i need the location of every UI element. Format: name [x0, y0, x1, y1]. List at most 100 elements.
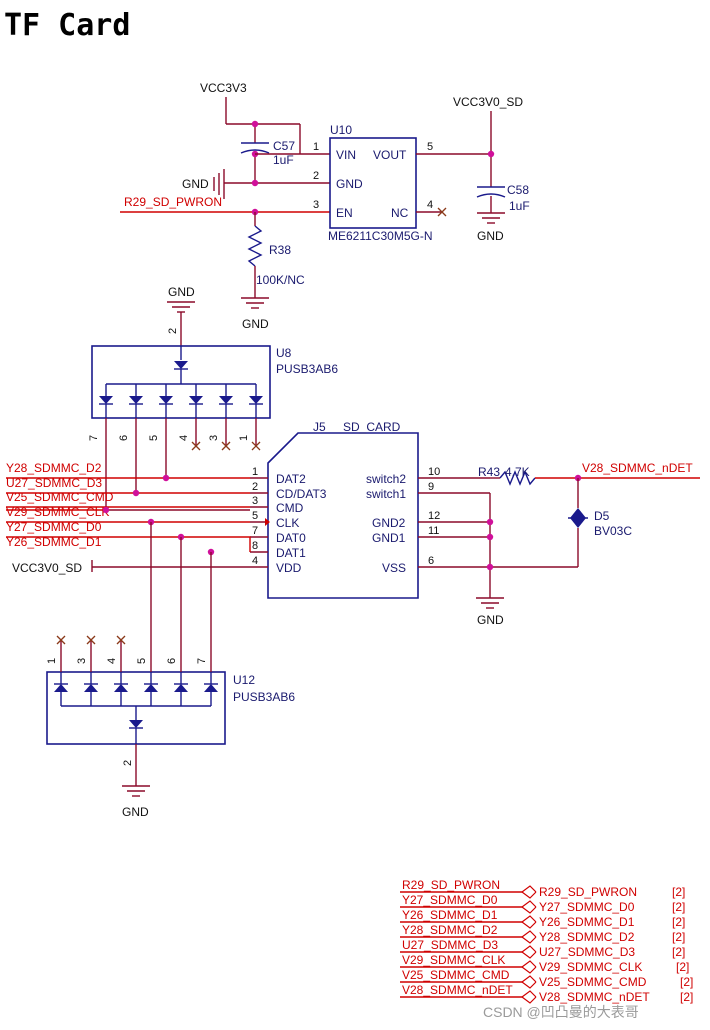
port-ref: [2]: [680, 990, 693, 1004]
d5-tvs-diode: D5 BV03C: [568, 508, 632, 538]
j5-name: SD_CARD: [343, 420, 401, 434]
j5-pin-vdd: VDD: [276, 561, 302, 575]
j5-pinnum-1: 1: [252, 466, 258, 478]
u12-tvs-1: 1: [46, 635, 68, 706]
net-cmd-left: V25_SDMMC_CMD: [6, 490, 114, 504]
u12-tvs-3: 3: [76, 635, 98, 706]
u10-pin-vin: VIN: [336, 148, 356, 162]
u8-tvs-1: 1: [238, 384, 263, 441]
j5-pin-vss: VSS: [382, 561, 406, 575]
j5-pinnum-11: 11: [428, 525, 439, 537]
port-wire-label: R29_SD_PWRON: [402, 878, 500, 892]
u12-tvs-7: 7: [196, 552, 218, 706]
j5-pin-cmd: CMD: [276, 501, 304, 515]
port-wire-label: V28_SDMMC_nDET: [402, 983, 513, 997]
u8-tvs-7: 7: [88, 384, 113, 441]
gnd-symbol-u12: [122, 785, 150, 797]
port-ref: [2]: [672, 915, 685, 929]
j5-pinnum-2: 2: [252, 481, 258, 493]
j5-pin-gnd1: GND1: [372, 531, 406, 545]
port-ref: [2]: [672, 900, 685, 914]
port-ref: [2]: [672, 885, 685, 899]
net-d3-left: U27_SDMMC_D3: [6, 476, 102, 490]
gnd-symbol-c58: [477, 212, 505, 224]
port-label: R29_SD_PWRON: [539, 885, 637, 899]
j5-pinnum-12: 12: [428, 510, 440, 522]
no-connect-u8-1: [251, 441, 261, 451]
u12-tvs-6: 6: [166, 537, 188, 706]
r43-value: 4.7K: [505, 465, 530, 479]
u8-pinnum-6: 6: [118, 435, 130, 441]
j5-pinnum-8: 8: [252, 540, 258, 552]
u12-pinnum-6: 6: [166, 658, 178, 664]
r38-ref: R38: [269, 243, 291, 257]
u8-tvs-3: 3: [208, 384, 233, 441]
port-r29-sd-pwron: R29_SD_PWRON R29_SD_PWRON [2]: [400, 878, 685, 899]
no-connect-u12-1: [56, 635, 66, 645]
gnd-symbol-u8: [167, 301, 195, 313]
r43-resistor: R43 4.7K: [478, 465, 536, 486]
u8-tvs-5: 5: [148, 384, 173, 441]
u10-pin-vout: VOUT: [373, 148, 407, 162]
net-d1-left: Y26_SDMMC_D1: [6, 535, 102, 549]
u10-pinnum-5: 5: [427, 141, 433, 153]
u12-tvs-5: 5: [136, 522, 158, 706]
u8-ref: U8: [276, 346, 292, 360]
gnd-label-j5: GND: [477, 613, 504, 627]
u8-tvs-4: 4: [178, 384, 203, 441]
watermark: CSDN @凹凸曼的大表哥: [483, 1004, 639, 1020]
u8-tvs-6: 6: [118, 384, 143, 441]
gnd-label-u10: GND: [182, 177, 209, 191]
port-wire-label: V25_SDMMC_CMD: [402, 968, 510, 982]
r43-ref: R43: [478, 465, 500, 479]
j5-pinnum-7: 7: [252, 525, 258, 537]
c57-value: 1uF: [273, 153, 294, 167]
gnd-label-u8: GND: [168, 285, 195, 299]
port-label: Y27_SDMMC_D0: [539, 900, 635, 914]
u8-pinnum-1: 1: [238, 435, 250, 441]
port-wire-label: U27_SDMMC_D3: [402, 938, 498, 952]
u8-part: PUSB3AB6: [276, 362, 338, 376]
u8-pinnum-3: 3: [208, 435, 220, 441]
c58-value: 1uF: [509, 199, 530, 213]
u10-pin-gnd: GND: [336, 177, 363, 191]
port-ref: [2]: [672, 945, 685, 959]
c57-ref: C57: [273, 139, 295, 153]
gnd-label-u12: GND: [122, 805, 149, 819]
j5-pinnum-3: 3: [252, 495, 258, 507]
clk-marker: [265, 518, 270, 526]
j5-pin-dat2: DAT2: [276, 472, 306, 486]
port-ref: [2]: [672, 930, 685, 944]
j5-pinnum-4: 4: [252, 555, 258, 567]
j5-pin-dat1: DAT1: [276, 546, 306, 560]
port-ref: [2]: [680, 975, 693, 989]
r38-value: 100K/NC: [256, 273, 305, 287]
c57-capacitor: C57 1uF: [240, 139, 295, 183]
no-connect-u8-4: [191, 441, 201, 451]
gnd-symbol-r38: [241, 297, 269, 309]
j5-pin-switch2: switch2: [366, 472, 406, 486]
u12-part: PUSB3AB6: [233, 690, 295, 704]
j5-pinnum-6: 6: [428, 555, 434, 567]
port-wire-label: V29_SDMMC_CLK: [402, 953, 505, 967]
net-pwron: R29_SD_PWRON: [124, 195, 222, 209]
j5-ref: J5: [313, 420, 326, 434]
u12-pinnum-3: 3: [76, 658, 88, 664]
u10-ldo: U10 ME6211C30M5G-N VIN GND EN VOUT NC 1 …: [313, 123, 433, 243]
u12-pinnum-7: 7: [196, 658, 208, 664]
no-connect-u12-4: [116, 635, 126, 645]
j5-pin-gnd2: GND2: [372, 516, 406, 530]
j5-pinnum-10: 10: [428, 466, 440, 478]
gnd-label-r38: GND: [242, 317, 269, 331]
u12-pinnum-gnd: 2: [122, 760, 134, 766]
gnd-label-c58: GND: [477, 229, 504, 243]
port-wire-label: Y26_SDMMC_D1: [402, 908, 498, 922]
